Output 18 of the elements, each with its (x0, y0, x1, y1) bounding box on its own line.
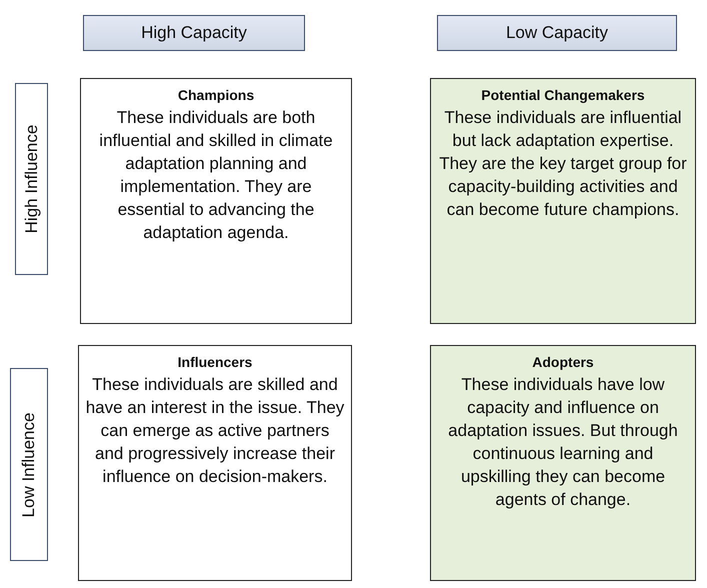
row-header (10, 368, 48, 561)
column-header: Low Capacity (437, 15, 677, 51)
column-header: High Capacity (83, 15, 305, 51)
quadrant-description: These individuals have low capacity and influence on adaptation issues. But through continuous learning and upskilling they can become agents of change. (447, 374, 679, 511)
row-label: High Influence (22, 124, 42, 234)
quadrant-description: These individuals are skilled and have an interest in the issue. They can emerge as active partners and progressively increase their influence on decision-makers. (85, 374, 345, 488)
quadrant-box (430, 345, 696, 581)
quadrant-description: These individuals are both influential and skilled in climate adaptation planning and implementation. They are essential to advancing the adaptation agenda. (98, 107, 334, 244)
quadrant-title: Potential Changemakers (480, 87, 646, 103)
quadrant-description: These individuals are influential but lack adaptation expertise. They are the key target group for capacity-building activities and can become future champions. (438, 107, 688, 221)
quadrant-title: Champions (176, 87, 256, 103)
quadrant-box (430, 78, 696, 324)
quadrant-box (80, 78, 352, 324)
row-header (15, 83, 48, 275)
quadrant-title: Influencers (176, 354, 254, 370)
quadrant-box (78, 345, 352, 581)
row-label: Low Influence (19, 412, 39, 517)
quadrant-title: Adopters (531, 354, 595, 370)
